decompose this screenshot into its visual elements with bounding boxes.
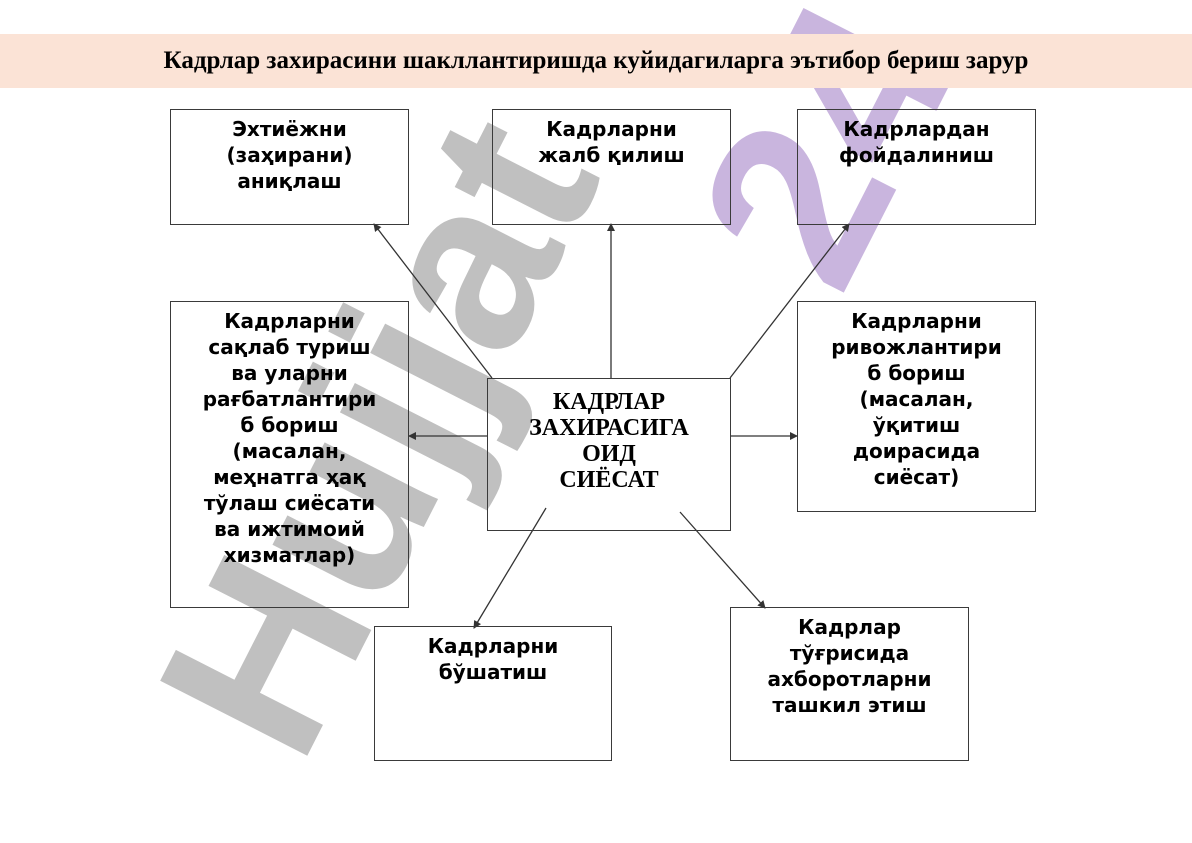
node-need-label: Эхтиёжни (заҳирани) аниқлаш bbox=[226, 117, 353, 193]
node-use-label: Кадрлардан фойдалиниш bbox=[839, 117, 994, 167]
node-develop-label: Кадрларни ривожлантири б бориш (масалан,… bbox=[831, 309, 1002, 489]
node-center: КАДРЛАР ЗАХИРАСИГА ОИД СИЁСАТ bbox=[487, 378, 731, 531]
node-develop: Кадрларни ривожлантири б бориш (масалан,… bbox=[797, 301, 1036, 512]
node-center-label: КАДРЛАР ЗАХИРАСИГА ОИД СИЁСАТ bbox=[529, 389, 689, 493]
node-attract-label: Кадрларни жалб қилиш bbox=[538, 117, 685, 167]
node-release-label: Кадрларни бўшатиш bbox=[427, 634, 559, 684]
arrow-to-use bbox=[729, 223, 850, 379]
arrow-to-release bbox=[473, 507, 547, 629]
node-release: Кадрларни бўшатиш bbox=[374, 626, 612, 761]
arrow-to-need bbox=[373, 223, 493, 379]
node-info: Кадрлар тўғрисида ахборотларни ташкил эт… bbox=[730, 607, 969, 761]
page-title: Кадрлар захирасини шакллантиришда куйида… bbox=[0, 34, 1192, 88]
arrow-to-info bbox=[679, 511, 766, 609]
node-attract: Кадрларни жалб қилиш bbox=[492, 109, 731, 225]
node-use: Кадрлардан фойдалиниш bbox=[797, 109, 1036, 225]
node-retain-label: Кадрларни сақлаб туриш ва уларни рағбатл… bbox=[202, 309, 377, 567]
node-need: Эхтиёжни (заҳирани) аниқлаш bbox=[170, 109, 409, 225]
node-info-label: Кадрлар тўғрисида ахборотларни ташкил эт… bbox=[767, 615, 932, 717]
node-retain: Кадрларни сақлаб туриш ва уларни рағбатл… bbox=[170, 301, 409, 608]
